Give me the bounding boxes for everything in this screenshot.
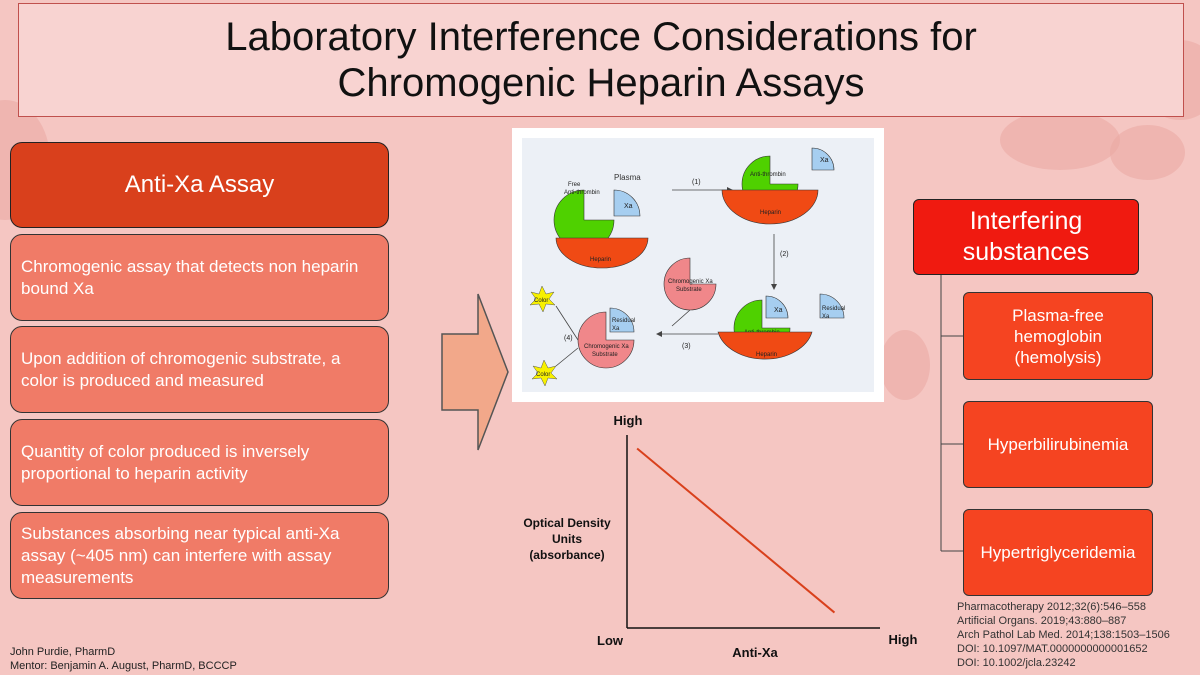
- xa-label-4: Xa: [822, 314, 830, 320]
- interfering-substances-header: Interfering substances: [913, 199, 1139, 275]
- anti-xa-mechanism-diagram: Plasma Free Anti-thrombin Xa Heparin (1)…: [512, 128, 884, 402]
- chromogenic-substrate-shape: [663, 257, 717, 311]
- step3-branch: [671, 309, 691, 327]
- heparin-label-2: Heparin: [760, 210, 781, 216]
- step3-label: (3): [682, 343, 691, 350]
- antithrombin-label-2: Anti-thrombin: [750, 172, 786, 178]
- substance-line: hemoglobin: [1014, 326, 1102, 346]
- header-line-1: Interfering: [969, 207, 1083, 235]
- substance-line: Hyperbilirubinemia: [987, 435, 1129, 454]
- y-axis-label-line-2: Units: [552, 532, 582, 546]
- title-line-2: Chromogenic Heparin Assays: [337, 61, 865, 105]
- header-line-2: substances: [962, 238, 1090, 266]
- chromogenic-xa-label-2: Chromogenic Xa: [584, 344, 629, 350]
- substance-line: Hypertriglyceridemia: [980, 543, 1136, 562]
- left-item-1: Chromogenic assay that detects non hepar…: [10, 234, 389, 321]
- right-arrow-icon: [441, 293, 509, 451]
- chart-series: [636, 447, 836, 614]
- x-high-label: High: [889, 632, 918, 647]
- optical-density-chart: High Low High Anti-Xa Optical Density Un…: [523, 413, 918, 660]
- residual-xa-shape-2: [609, 307, 635, 333]
- reference-item: Pharmacotherapy 2012;32(6):546–558: [957, 601, 1146, 613]
- substance-hypertriglyceridemia: Hypertriglyceridemia: [963, 509, 1153, 596]
- author-block: John Purdie, PharmD Mentor: Benjamin A. …: [10, 645, 237, 673]
- background-blob: [880, 330, 930, 400]
- title-line-1: Laboratory Interference Considerations f…: [225, 15, 977, 59]
- step4-arrow-up: [555, 305, 579, 341]
- x-low-label: Low: [597, 633, 624, 648]
- heparin-shape-2: [721, 189, 819, 225]
- step3-arrowhead: [656, 331, 662, 337]
- step4-label: (4): [564, 335, 573, 342]
- heparin-label-3: Heparin: [756, 352, 777, 358]
- color-star-icon-2: [531, 359, 558, 387]
- free-label: Free: [568, 182, 581, 188]
- series-line-0: [636, 447, 836, 614]
- heparin-shape: [555, 237, 649, 269]
- residual-label: Residual: [822, 306, 845, 312]
- step4-arrow-down: [555, 347, 579, 367]
- background-blob: [1110, 125, 1185, 180]
- left-item-3: Quantity of color produced is inversely …: [10, 419, 389, 506]
- plasma-label: Plasma: [614, 173, 641, 182]
- heparin-label: Heparin: [590, 257, 611, 263]
- reference-item: Arch Pathol Lab Med. 2014;138:1503–1506: [957, 629, 1170, 641]
- substance-hyperbilirubinemia: Hyperbilirubinemia: [963, 401, 1153, 488]
- author-name: John Purdie, PharmD: [10, 646, 116, 658]
- color-label-2: Color: [536, 372, 550, 378]
- xa-shape: [613, 189, 641, 217]
- xa-label-2: Xa: [820, 157, 829, 164]
- reference-item: Artificial Organs. 2019;43:880–887: [957, 615, 1127, 627]
- y-high-label: High: [614, 413, 643, 428]
- mentor-name: Mentor: Benjamin A. August, PharmD, BCCC…: [10, 660, 237, 672]
- chart-axes: [626, 435, 880, 629]
- substrate-label: Substrate: [676, 287, 702, 293]
- xa-label: Xa: [624, 203, 633, 210]
- left-item-4: Substances absorbing near typical anti-X…: [10, 512, 389, 599]
- step2-arrowhead: [771, 284, 777, 290]
- y-axis-label-line-3: (absorbance): [529, 548, 604, 562]
- substance-line: Plasma-free: [1012, 305, 1104, 325]
- xa-shape-2: [811, 147, 835, 171]
- y-axis-label-line-1: Optical Density: [523, 516, 611, 530]
- substrate-label-2: Substrate: [592, 352, 618, 358]
- xa-label-5: Xa: [612, 326, 620, 332]
- color-label: Color: [534, 298, 548, 304]
- background-blob: [1000, 110, 1120, 170]
- heparin-shape-3: [717, 331, 813, 360]
- substance-hemoglobin: Plasma-free hemoglobin (hemolysis): [963, 292, 1153, 380]
- reference-item: DOI: 10.1002/jcla.23242: [957, 657, 1076, 669]
- chromogenic-xa-label: Chromogenic Xa: [668, 279, 713, 285]
- mechanism-svg: Plasma Free Anti-thrombin Xa Heparin (1)…: [529, 147, 845, 387]
- step2-label: (2): [780, 251, 789, 258]
- step1-label: (1): [692, 179, 701, 186]
- x-axis-label: Anti-Xa: [732, 645, 778, 660]
- title-box: Laboratory Interference Considerations f…: [18, 3, 1184, 117]
- residual-label-2: Residual: [612, 318, 635, 324]
- color-star-icon: [529, 285, 556, 313]
- left-item-2: Upon addition of chromogenic substrate, …: [10, 326, 389, 413]
- substance-line: (hemolysis): [1014, 347, 1102, 367]
- xa-label-3: Xa: [774, 307, 783, 314]
- references: Pharmacotherapy 2012;32(6):546–558 Artif…: [957, 600, 1170, 670]
- antithrombin-label: Anti-thrombin: [564, 190, 600, 196]
- chromogenic-substrate-shape-2: [577, 311, 635, 369]
- xa-shape-3: [765, 295, 789, 319]
- reference-item: DOI: 10.1097/MAT.0000000000001652: [957, 643, 1148, 655]
- anti-xa-header: Anti-Xa Assay: [10, 142, 389, 228]
- residual-xa-shape: [819, 293, 845, 319]
